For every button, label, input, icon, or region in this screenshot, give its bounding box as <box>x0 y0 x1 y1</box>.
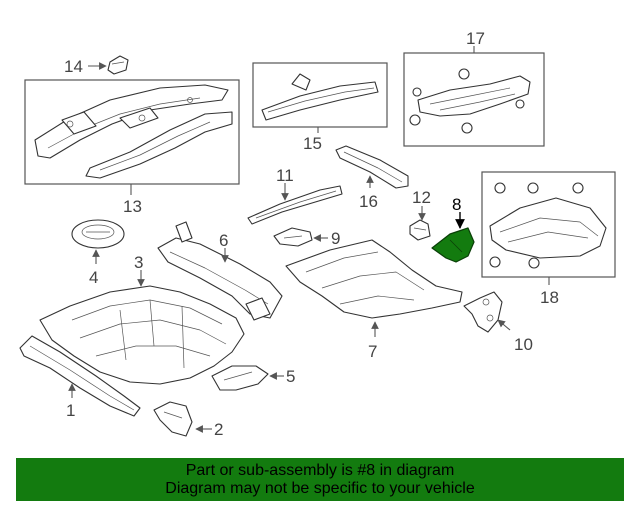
callout-16: 16 <box>359 192 378 211</box>
part-10-bracket <box>463 291 503 333</box>
callout-6: 6 <box>219 231 228 250</box>
part-11-reinforcement <box>247 185 343 225</box>
callout-17: 17 <box>466 29 485 48</box>
part-1-rocker <box>19 335 141 417</box>
callout-1: 1 <box>66 401 75 420</box>
part-5-bracket <box>211 365 269 391</box>
callout-5: 5 <box>286 367 295 386</box>
callout-15: 15 <box>303 134 322 153</box>
part-3-floorpan <box>39 285 245 385</box>
part-12-bracket <box>409 219 431 241</box>
callout-9: 9 <box>331 229 340 248</box>
callout-11: 11 <box>276 166 294 185</box>
part-7-rearfloor <box>285 239 463 319</box>
banner-line-1: Part or sub-assembly is #8 in diagram <box>185 461 455 479</box>
part-2-bracket <box>153 401 193 437</box>
part-13-box <box>24 79 240 185</box>
part-6-crossmember <box>157 221 283 321</box>
part-9-bracket <box>273 227 313 247</box>
part-16-member <box>335 145 409 189</box>
info-banner: Part or sub-assembly is #8 in diagram Di… <box>16 458 624 501</box>
banner-line-2: Diagram may not be specific to your vehi… <box>165 479 475 497</box>
callout-18: 18 <box>540 288 559 307</box>
callout-10: 10 <box>514 335 533 354</box>
parts-diagram: 13 14 15 17 11 16 <box>19 29 616 439</box>
part-14-bracket <box>107 55 129 75</box>
callout-8: 8 <box>452 195 461 214</box>
callout-12: 12 <box>412 188 431 207</box>
callout-4: 4 <box>89 268 98 287</box>
part-18-box <box>481 171 616 278</box>
part-15-box <box>252 62 388 128</box>
part-17-box <box>403 52 545 147</box>
part-8-highlighted <box>431 227 475 263</box>
callout-13: 13 <box>123 197 142 216</box>
part-4-cover <box>71 219 125 249</box>
callout-14: 14 <box>64 57 83 76</box>
callout-2: 2 <box>214 420 223 439</box>
callout-3: 3 <box>134 253 143 272</box>
callout-7: 7 <box>368 342 377 361</box>
